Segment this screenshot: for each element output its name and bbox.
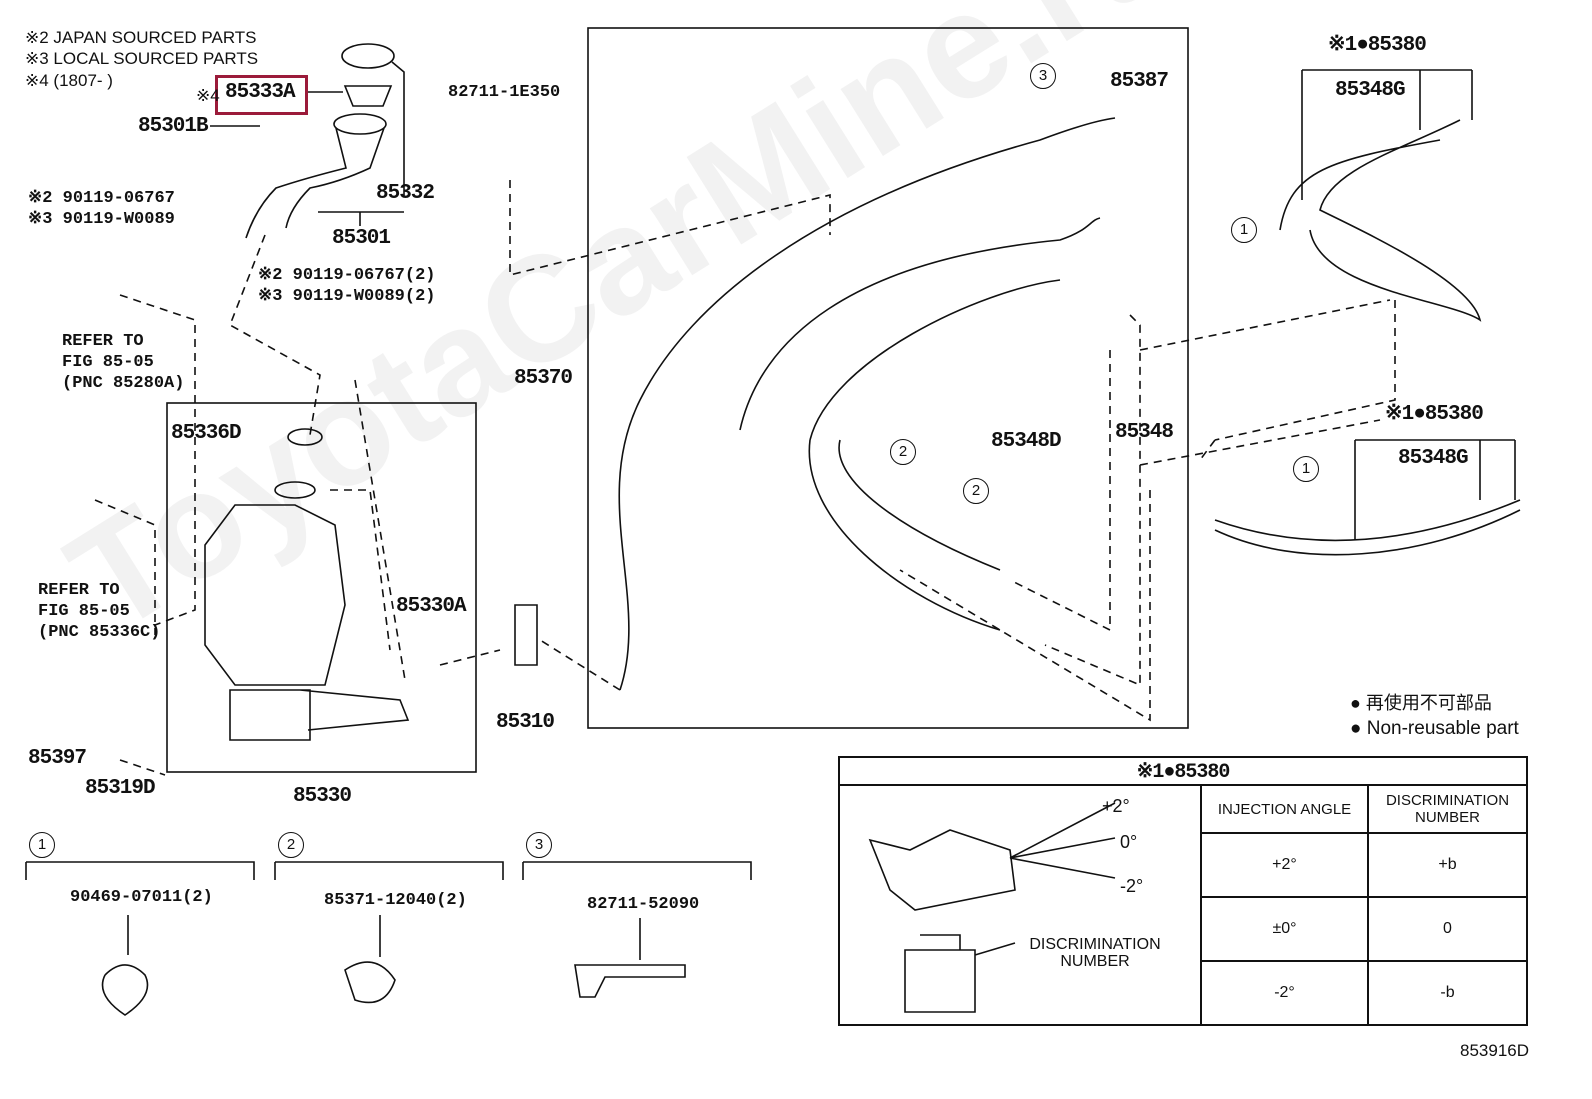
angle-label-minus2: -2° xyxy=(1120,876,1144,896)
clip-callout-3: 3 xyxy=(526,832,552,858)
grommet-shape xyxy=(287,428,323,446)
part-bolt-japan[interactable]: ※2 90119-06767 xyxy=(28,189,175,208)
angle-label-0: 0° xyxy=(1120,832,1138,852)
nozzle-illustration-cell: +2° 0° -2° DISCRIMINATION NUMBER xyxy=(838,784,1202,1026)
part-85348[interactable]: 85348 xyxy=(1115,421,1174,444)
callout-3: 3 xyxy=(1030,63,1056,89)
part-85301B[interactable]: 85301B xyxy=(138,115,209,138)
angle-label-plus2: +2° xyxy=(1102,796,1130,816)
note-japan-sourced: ※2 JAPAN SOURCED PARTS xyxy=(25,28,257,47)
callout-1: 1 xyxy=(1293,456,1319,482)
part-85319D[interactable]: 85319D xyxy=(85,777,156,800)
note-local-sourced: ※3 LOCAL SOURCED PARTS xyxy=(25,49,259,68)
hose-main-shape xyxy=(618,117,1116,691)
part-85336D[interactable]: 85336D xyxy=(171,422,242,445)
row-number: 0 xyxy=(1367,896,1528,962)
refer-fig-85280A-line2[interactable]: FIG 85-05 xyxy=(62,353,154,372)
clip-callout-1: 1 xyxy=(29,832,55,858)
callout-1: 1 xyxy=(1231,217,1257,243)
strainer-shape xyxy=(343,85,393,107)
clip-1-shape xyxy=(101,964,149,1016)
part-82711-52090[interactable]: 82711-52090 xyxy=(587,895,700,914)
nozzle-spec-table: ※1●85380 +2° 0° -2° DISCRIMINATION NUMBE… xyxy=(838,756,1528,1026)
refer-fig-85280A-line3: (PNC 85280A) xyxy=(62,374,185,393)
callout-2: 2 xyxy=(963,478,989,504)
legend-non-reusable-en: ● Non-reusable part xyxy=(1350,718,1519,739)
refer-fig-85336C-line3: (PNC 85336C) xyxy=(38,623,161,642)
part-85330A[interactable]: 85330A xyxy=(396,595,467,618)
part-85387[interactable]: 85387 xyxy=(1110,70,1169,93)
tank-group-box xyxy=(166,402,477,773)
part-bolt-japan-2[interactable]: ※2 90119-06767(2) xyxy=(258,266,436,285)
selected-part-highlight xyxy=(215,75,308,115)
part-85310[interactable]: 85310 xyxy=(496,711,555,734)
row-angle: ±0° xyxy=(1200,896,1369,962)
refer-fig-85336C-line1: REFER TO xyxy=(38,581,120,600)
header-discrimination-number: DISCRIMINATION NUMBER xyxy=(1367,784,1528,834)
part-85380-mid[interactable]: ※1●85380 xyxy=(1385,403,1484,426)
note-date-range: ※4 (1807- ) xyxy=(25,71,113,90)
clip-callout-2: 2 xyxy=(278,832,304,858)
part-85348G-mid[interactable]: 85348G xyxy=(1398,447,1469,470)
part-85371-12040[interactable]: 85371-12040(2) xyxy=(324,891,467,910)
part-85348D[interactable]: 85348D xyxy=(991,430,1062,453)
part-85333A[interactable]: 85333A xyxy=(225,81,296,104)
legend-non-reusable-jp: ● 再使用不可部品 xyxy=(1350,693,1492,713)
row-number: -b xyxy=(1367,960,1528,1026)
part-85333A-note: ※4 xyxy=(196,86,220,105)
part-85348G-top[interactable]: 85348G xyxy=(1335,79,1406,102)
spec-title[interactable]: ※1●85380 xyxy=(838,756,1528,786)
row-angle: -2° xyxy=(1200,960,1369,1026)
hose-group-box xyxy=(587,27,1189,729)
refer-fig-85280A-line1: REFER TO xyxy=(62,332,144,351)
clip-2-shape xyxy=(344,961,396,1004)
cap-shape xyxy=(341,43,395,69)
part-85330[interactable]: 85330 xyxy=(293,785,352,808)
part-85332[interactable]: 85332 xyxy=(376,182,435,205)
part-90469-07011[interactable]: 90469-07011(2) xyxy=(70,888,213,907)
pump-shape xyxy=(514,604,538,666)
header-injection-angle: INJECTION ANGLE xyxy=(1200,784,1369,834)
row-number: +b xyxy=(1367,832,1528,898)
part-bolt-local-2[interactable]: ※3 90119-W0089(2) xyxy=(258,287,436,306)
part-85397[interactable]: 85397 xyxy=(28,747,87,770)
part-82711-1E350[interactable]: 82711-1E350 xyxy=(448,83,561,102)
callout-2: 2 xyxy=(890,439,916,465)
refer-fig-85336C-line2[interactable]: FIG 85-05 xyxy=(38,602,130,621)
inlet-pipe-shape xyxy=(245,127,385,239)
row-angle: +2° xyxy=(1200,832,1369,898)
part-bolt-local[interactable]: ※3 90119-W0089 xyxy=(28,210,175,229)
part-85370[interactable]: 85370 xyxy=(514,367,573,390)
clip-3-shape xyxy=(574,964,686,998)
figure-id: 853916D xyxy=(1460,1041,1530,1060)
washer-tank-shape xyxy=(204,504,410,741)
discrimination-number-label: DISCRIMINATION NUMBER xyxy=(1029,936,1161,970)
part-85301[interactable]: 85301 xyxy=(332,227,391,250)
part-85380-top[interactable]: ※1●85380 xyxy=(1328,34,1427,57)
